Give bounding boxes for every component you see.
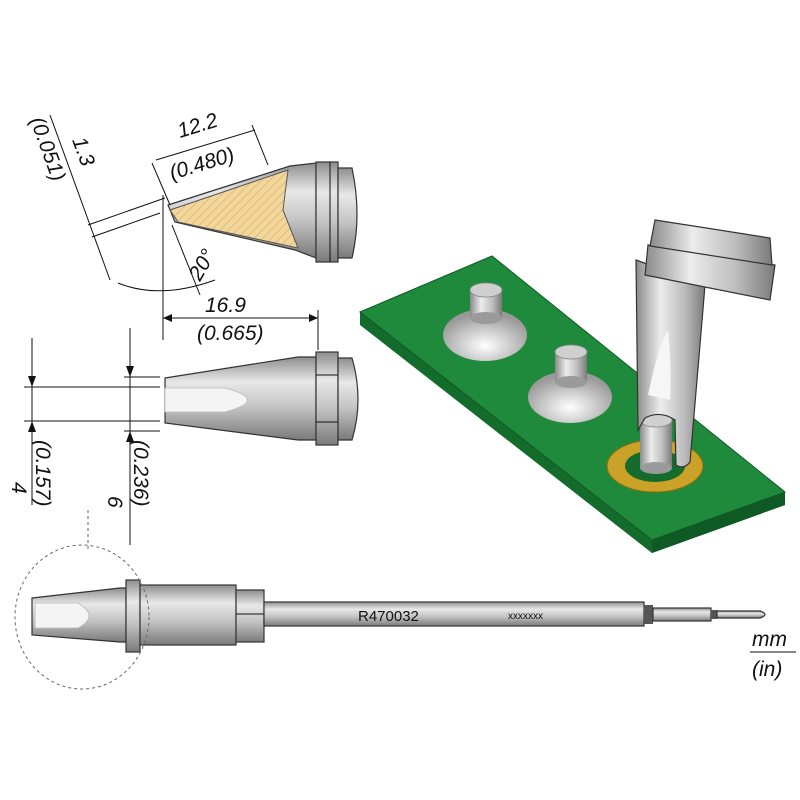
pcb-illustration [359,219,787,553]
chisel-thickness-mm: 1.3 [67,134,99,170]
outer-width-mm: 6 [103,496,126,508]
chisel-thickness-in: (0.051) [25,114,69,184]
chisel-dimension-lines [49,114,269,340]
part-number: R470032 [358,608,419,625]
tip-length-in: (0.665) [197,322,264,345]
tip-length-mm: 16.9 [205,294,246,317]
chisel-length-in: (0.480) [167,143,237,184]
inner-width-in: (0.157) [31,440,54,507]
units-primary: mm [752,628,787,651]
units-secondary: (in) [752,658,782,681]
tip-top-view [163,310,359,446]
tip-side-view [167,161,358,263]
batch-code: xxxxxxx [508,611,543,622]
angle-label: 20° [184,245,220,285]
outer-width-in: (0.236) [129,440,152,507]
tip-full-view [14,510,766,690]
chisel-length-mm: 12.2 [175,109,221,143]
width-dimension-lines [24,328,160,545]
inner-width-mm: 4 [7,482,30,494]
